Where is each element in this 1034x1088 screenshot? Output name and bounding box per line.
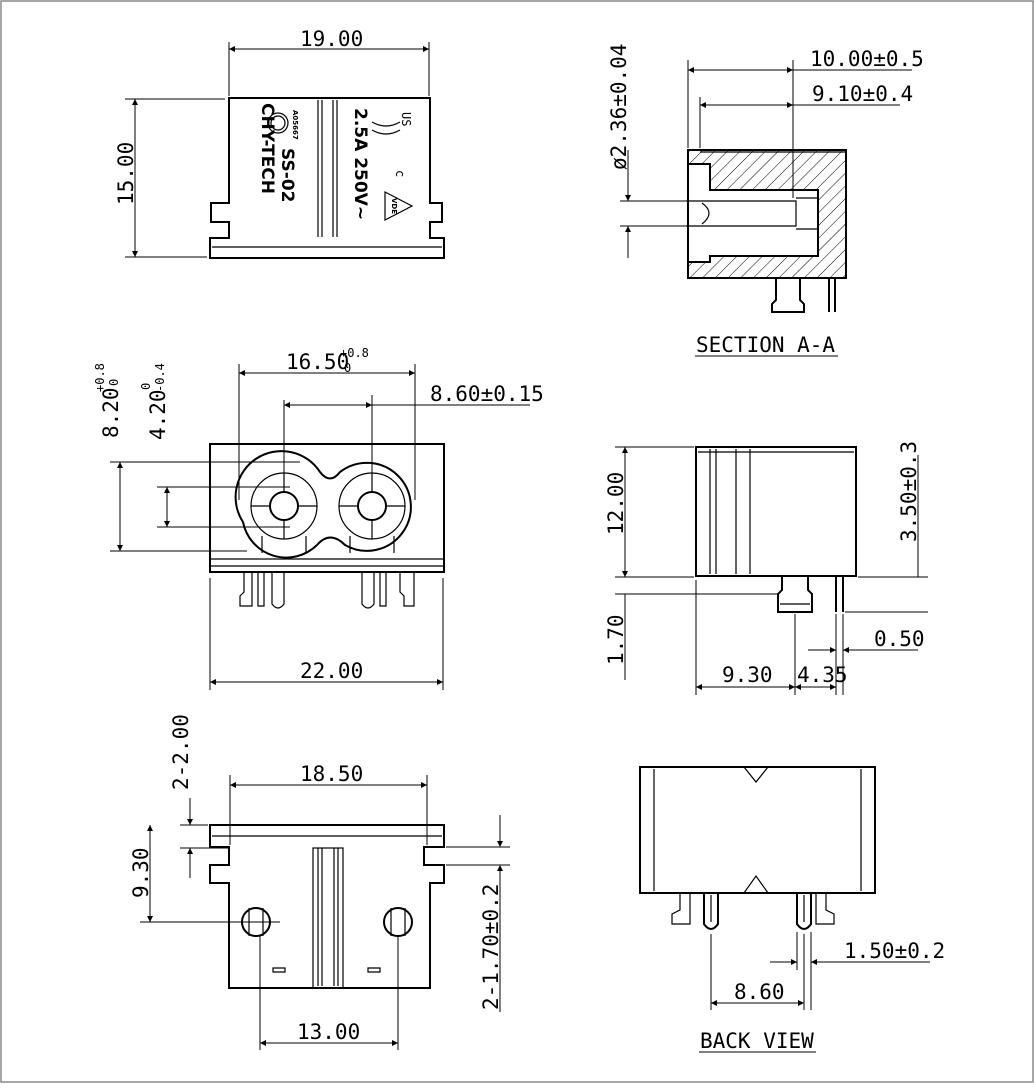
dim-back-pitch: 8.60 (734, 980, 785, 1004)
dim-top-width: 19.00 (300, 27, 363, 51)
front-view: 16.50 +0.8 0 8.60±0.15 8.20 +0.8 0 4.20 … (93, 346, 544, 690)
dim-front-h-tol-lower: 0 (107, 379, 121, 386)
dim-front-c-tol-lower: -0.4 (153, 363, 167, 392)
top-view: CHY-TECH SS-02 2.5A 250V~ A05667 US c VD… (114, 27, 445, 259)
caption-back: BACK VIEW (700, 1029, 814, 1053)
dim-front-width-main: 16.50 (286, 350, 349, 374)
side-view: 12.00 1.70 3.50±0.3 0.50 9.30 4.35 (604, 441, 928, 695)
vde-triangle-icon (384, 191, 414, 221)
dim-bottom-width: 18.50 (300, 762, 363, 786)
dim-top-height: 15.00 (114, 142, 138, 205)
dim-bottom-pitch: 13.00 (297, 1020, 360, 1044)
brand-marking: CHY-TECH (257, 103, 277, 194)
dim-front-h-tol-upper: +0.8 (93, 363, 107, 392)
dim-bottom-height: 9.30 (129, 847, 153, 898)
dim-front-c-main: 4.20 (146, 389, 170, 440)
dim-section-len2: 9.10±0.4 (812, 82, 913, 106)
section-view: 10.00±0.5 9.10±0.4 ø2.36±0.04 SECTION A-… (607, 44, 924, 357)
dim-side-height: 12.00 (604, 472, 628, 535)
bottom-view: 18.50 2-2.00 9.30 2-1.70±0.2 13.00 (129, 714, 510, 1050)
rating-marking: 2.5A 250V~ (350, 108, 370, 220)
back-view: 1.50±0.2 8.60 BACK VIEW (639, 766, 945, 1053)
us-mark: US (399, 112, 413, 126)
dim-side-pin-offset: 3.50±0.3 (897, 441, 921, 542)
dim-side-pin-len: 1.70 (604, 614, 628, 665)
dim-front-h-main: 8.20 (99, 387, 123, 438)
dim-front-total: 22.00 (300, 659, 363, 683)
dim-side-pin-thk: 0.50 (874, 627, 925, 651)
dim-side-len-a: 9.30 (722, 663, 773, 687)
dim-bottom-notch: 2-2.00 (169, 714, 193, 790)
caption-section: SECTION A-A (696, 333, 835, 357)
dim-front-width-tol-upper: +0.8 (340, 346, 369, 360)
model-marking: SS-02 (277, 148, 297, 202)
cert-code-marking: A05667 (291, 110, 299, 140)
dim-section-dia: ø2.36±0.04 (607, 44, 631, 170)
dim-section-len1: 10.00±0.5 (810, 47, 924, 71)
dim-side-len-b: 4.35 (797, 663, 848, 687)
dim-back-pin-w: 1.50±0.2 (844, 939, 945, 963)
dim-front-width-tol-lower: 0 (344, 361, 351, 375)
ul-logo-icon (371, 121, 401, 135)
dim-bottom-hole: 2-1.70±0.2 (479, 884, 503, 1010)
vde-mark: VDE (390, 198, 398, 214)
c-mark: c (393, 170, 407, 177)
dim-front-c-tol-upper: 0 (139, 383, 153, 390)
dim-front-pitch: 8.60±0.15 (430, 382, 544, 406)
